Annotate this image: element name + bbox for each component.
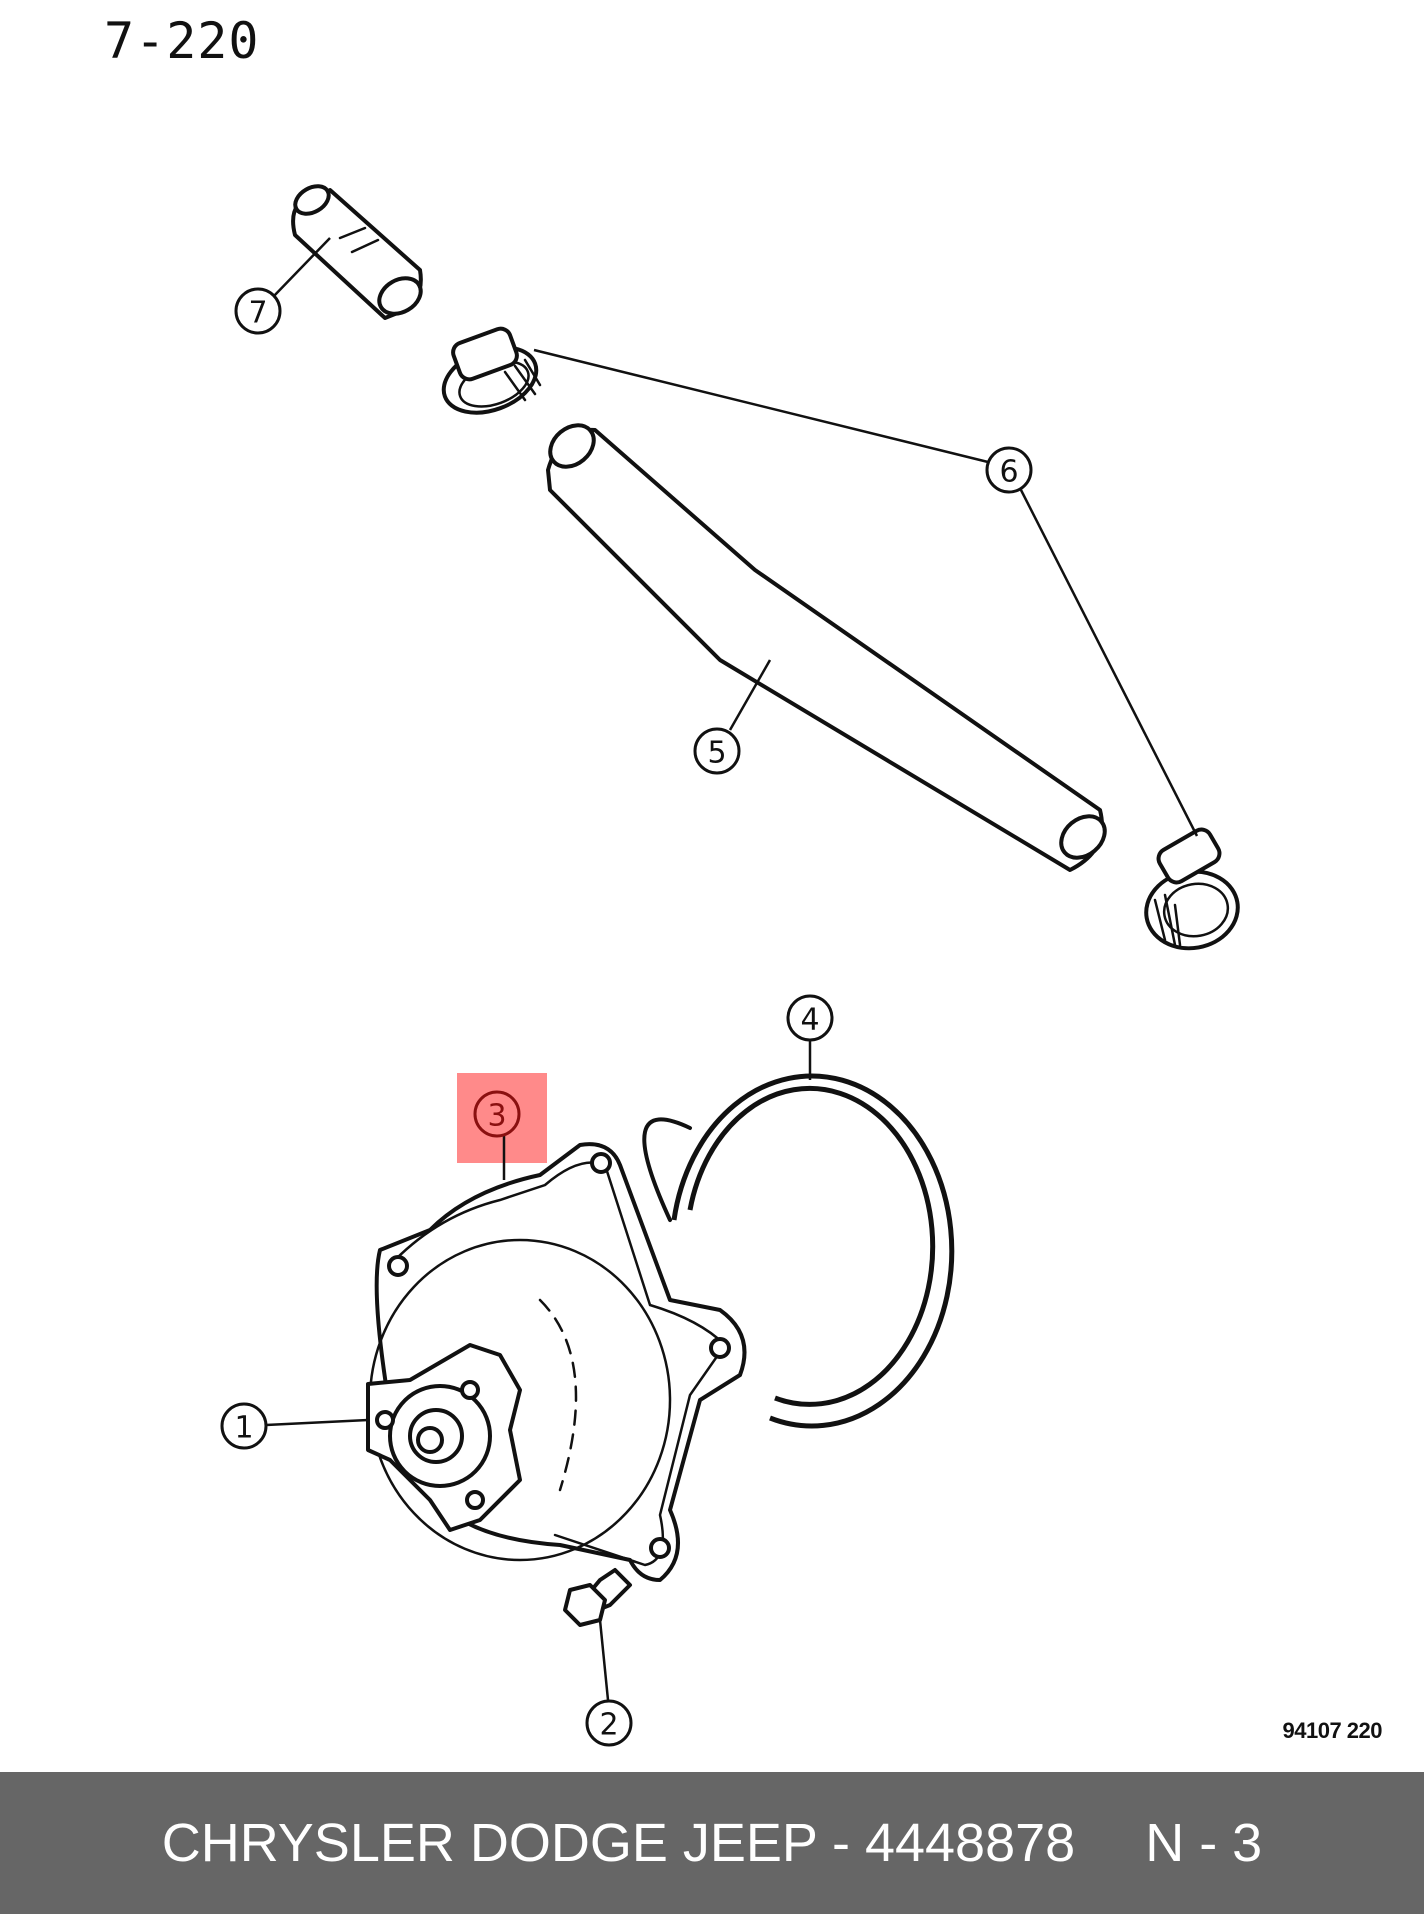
leader-line-7 xyxy=(271,237,331,299)
leader-line-6a xyxy=(533,348,989,464)
footer-bar: CHRYSLER DODGE JEEP - 4448878 N - 3 xyxy=(0,1772,1424,1914)
callout-label: 7 xyxy=(248,296,267,331)
callout-label: 4 xyxy=(800,1003,819,1038)
callout-7: 7 xyxy=(234,287,282,335)
parts-diagram: 7 6 5 4 3 1 2 xyxy=(220,184,1240,1747)
callout-4: 4 xyxy=(786,994,834,1042)
callout-3: 3 xyxy=(473,1090,521,1138)
callout-6: 6 xyxy=(985,446,1033,494)
fitting-part-7 xyxy=(291,184,423,320)
callout-label: 2 xyxy=(599,1708,618,1743)
bolt-part-2 xyxy=(563,1568,632,1627)
hose-clamp-lower-part-6 xyxy=(1144,827,1240,951)
callout-label: 6 xyxy=(999,455,1018,490)
callout-1: 1 xyxy=(220,1402,268,1450)
water-pump-part-1 xyxy=(366,1142,747,1582)
footer-position: N - 3 xyxy=(1145,1813,1263,1873)
callout-label: 1 xyxy=(234,1411,253,1446)
callout-5: 5 xyxy=(693,727,741,775)
footer-part-number: CHRYSLER DODGE JEEP - 4448878 xyxy=(161,1813,1076,1873)
drawing-number: 94107 220 xyxy=(1282,1718,1383,1743)
leader-line-1 xyxy=(265,1418,369,1427)
hose-part-5 xyxy=(546,423,1107,872)
callout-label: 5 xyxy=(707,736,726,771)
callout-2: 2 xyxy=(585,1699,633,1747)
leader-line-5 xyxy=(728,659,772,731)
callout-label: 3 xyxy=(487,1099,506,1134)
o-ring-part-4 xyxy=(642,1073,955,1429)
leader-line-2 xyxy=(598,1619,610,1701)
hose-clamp-upper-part-6 xyxy=(441,326,542,415)
leader-line-6b xyxy=(1019,489,1199,837)
page-title: 7-220 xyxy=(104,12,260,70)
